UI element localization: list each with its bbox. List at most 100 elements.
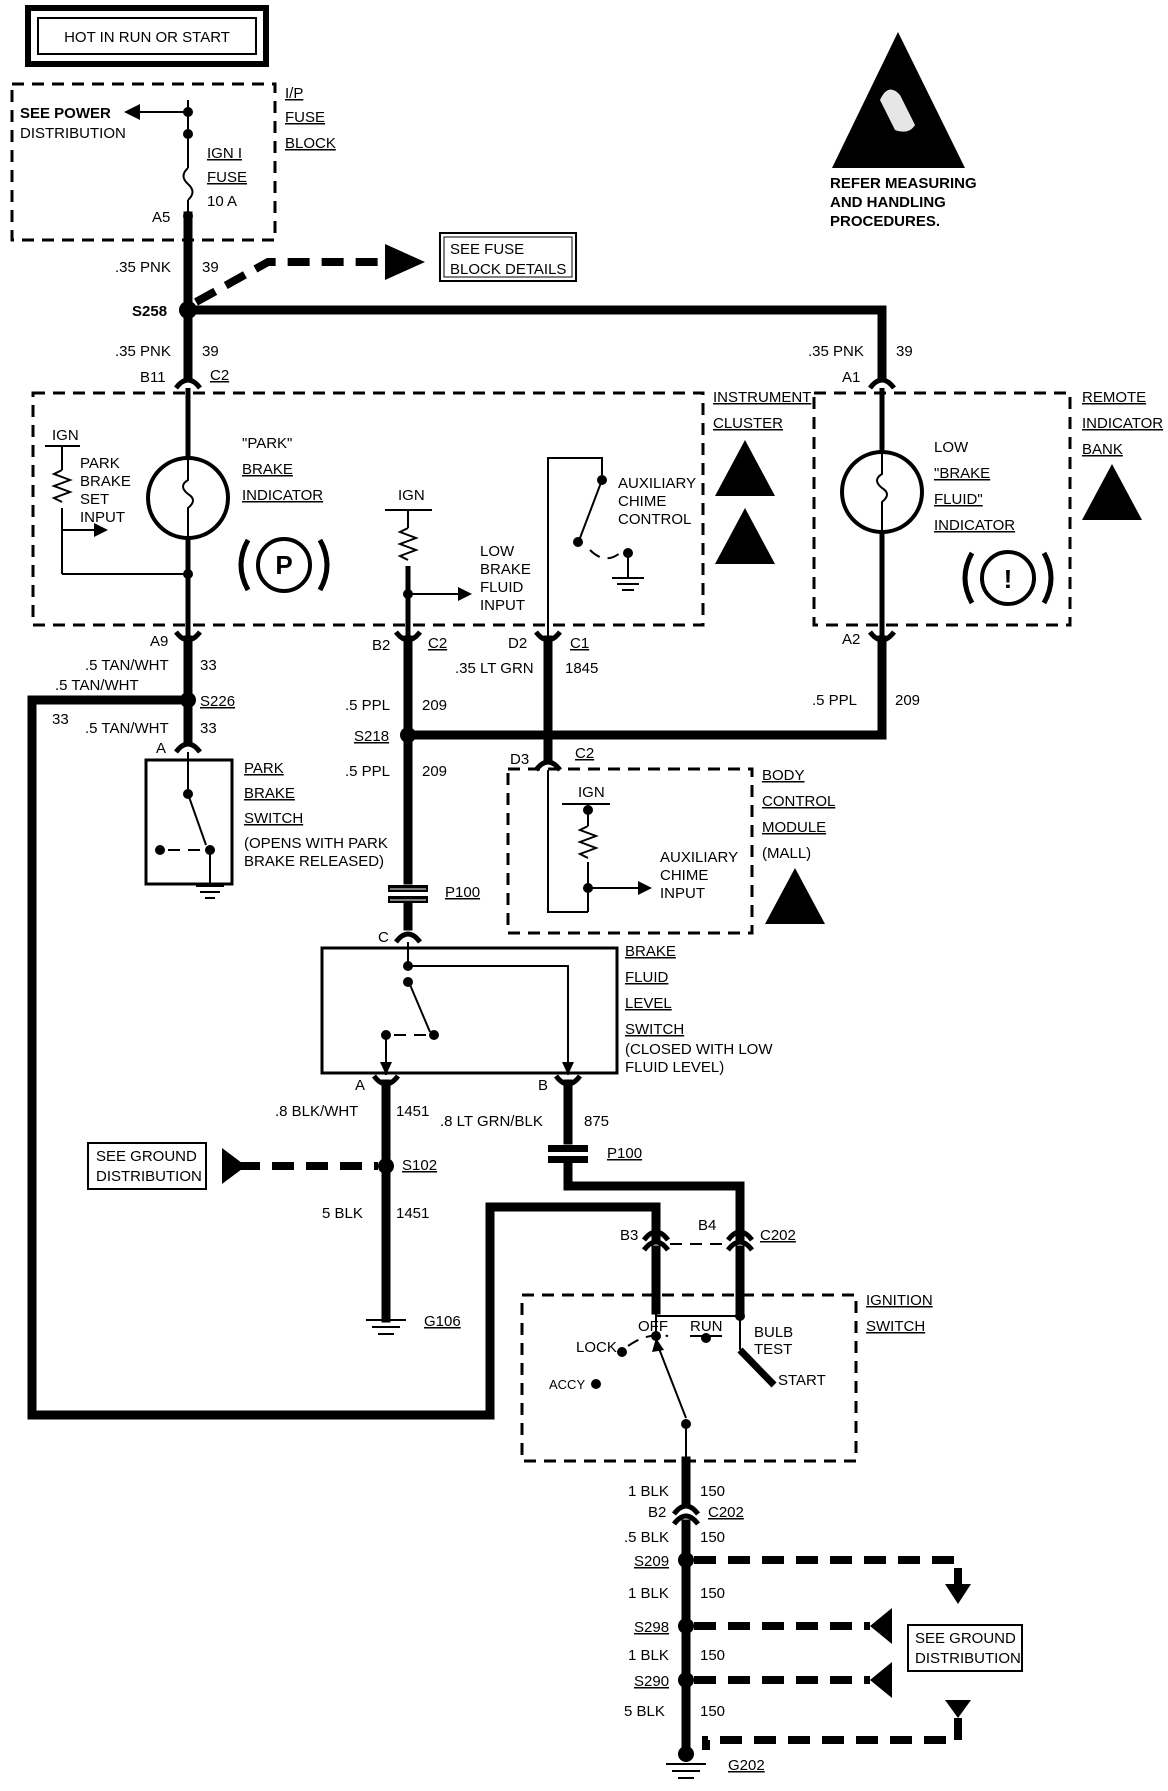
label-instrument-cluster-aux-chime-control-2: CONTROL <box>618 511 691 528</box>
wire-39-circuit-b: 39 <box>202 343 219 360</box>
fuse-details-2: BLOCK DETAILS <box>450 261 566 278</box>
label-wires-tan-wht-circuit: 33 <box>200 720 217 737</box>
power-header: HOT IN RUN OR START <box>25 5 269 67</box>
label-instrument-cluster-park-input-1: BRAKE <box>80 473 131 490</box>
label-connectors-a2: A2 <box>842 631 860 648</box>
cluster-title-2: CLUSTER <box>713 415 783 432</box>
esd-icon <box>765 868 825 924</box>
label-bcm-ign: IGN <box>578 784 605 801</box>
label-wires-ppl-size: .5 PPL <box>345 763 390 780</box>
label-instrument-cluster-park-symbol: P <box>275 550 292 580</box>
label-ground-dist-text-1: DISTRIBUTION <box>915 1650 1021 1667</box>
label-bcm-title-0: BODY <box>762 767 805 784</box>
label-instrument-cluster-low-input-0: LOW <box>480 543 515 560</box>
esd-line-3: PROCEDURES. <box>830 213 940 230</box>
label-connectors-a1: A1 <box>842 369 860 386</box>
see-power-2: DISTRIBUTION <box>20 125 126 142</box>
connector-p100: P100 <box>388 884 480 903</box>
label-wires-blk-1451-circuit: 1451 <box>396 1205 429 1222</box>
wire-39-size-b: .35 PNK <box>115 343 171 360</box>
wire-39-size-a: .35 PNK <box>115 259 171 276</box>
label-instrument-cluster-park-indicator-0: "PARK" <box>242 435 292 452</box>
label-park-switch-note-1: BRAKE RELEASED) <box>244 853 384 870</box>
splice-s258: S258 <box>132 303 167 320</box>
splice-s298: S298 <box>634 1619 669 1636</box>
label-wires-ppl-circuit: 209 <box>422 763 447 780</box>
see-power-1: SEE POWER <box>20 105 111 122</box>
label-ignition-switch-positions-test: TEST <box>754 1341 792 1358</box>
label-ignition-switch-positions-accy: ACCY <box>549 1377 585 1392</box>
label-connectors-b4: B4 <box>698 1217 716 1234</box>
park-symbol-icon: P <box>238 537 330 593</box>
label-instrument-cluster-park-input-3: INPUT <box>80 509 125 526</box>
splice-s218: S218 <box>354 728 389 745</box>
ground-g202: G202 <box>728 1757 765 1774</box>
label-remote-bank-title-2: BANK <box>1082 441 1123 458</box>
label-ignition-switch-positions-bulb: BULB <box>754 1324 793 1341</box>
connector-a1: A1 <box>842 369 896 390</box>
label-fluid-switch-title-2: LEVEL <box>625 995 672 1012</box>
label-wires-blk-wht-size: .8 BLK/WHT <box>275 1103 358 1120</box>
label-instrument-cluster-aux-chime-control-1: CHIME <box>618 493 666 510</box>
label-connectors-d3: D3 <box>510 751 529 768</box>
fuse-name-3: 10 A <box>207 193 237 210</box>
label-wires-blk5-size: 5 BLK <box>624 1703 665 1720</box>
cluster-title-1: INSTRUMENT <box>713 389 811 406</box>
label-wires-blk05-size: .5 BLK <box>624 1529 669 1546</box>
splice-s290: S290 <box>634 1673 669 1690</box>
wire-39-size-c: .35 PNK <box>808 343 864 360</box>
connector-b11: B11 C2 <box>140 367 229 390</box>
label-instrument-cluster-low-input-1: BRAKE <box>480 561 531 578</box>
label-wires-lt-grn-size: .35 LT GRN <box>455 660 534 677</box>
label-wires-ppl-size: .5 PPL <box>812 692 857 709</box>
label-remote-bank-indicator-2: FLUID" <box>934 491 983 508</box>
label-instrument-cluster-low-input-2: FLUID <box>480 579 524 596</box>
label-wires-blk-circuit: 150 <box>700 1647 725 1664</box>
label-wires-ppl-circuit: 209 <box>422 697 447 714</box>
label-fluid-switch-title-0: BRAKE <box>625 943 676 960</box>
wire-1845: .35 LT GRN 1845 D3 C2 <box>455 635 598 772</box>
splice-s102: S102 <box>402 1157 437 1174</box>
fuse-details: SEE FUSE BLOCK DETAILS <box>194 232 577 306</box>
label-instrument-cluster-park-input-0: PARK <box>80 455 120 472</box>
label-fluid-switch-note-1: FLUID LEVEL) <box>625 1059 724 1076</box>
label-connectors-c1: C1 <box>570 635 589 652</box>
label-connectors-c202: C202 <box>760 1227 796 1244</box>
label-connectors-b3: B3 <box>620 1227 638 1244</box>
label-wires-tan-wht-circuit: 33 <box>52 711 69 728</box>
wire-209: S218 .5 PPL 209 .5 PPL 209 .5 PPL 209 P1… <box>345 635 920 946</box>
label-bcm-title-2: MODULE <box>762 819 826 836</box>
esd-warning: REFER MEASURING AND HANDLING PROCEDURES. <box>830 32 977 230</box>
label-remote-bank-indicator-1: "BRAKE <box>934 465 990 482</box>
label-remote-bank-indicator-3: INDICATOR <box>934 517 1015 534</box>
label-remote-bank-title-0: REMOTE <box>1082 389 1146 406</box>
label-bcm-input-1: CHIME <box>660 867 708 884</box>
label-ignition-switch-positions-run: RUN <box>690 1318 723 1335</box>
label-wires-lt-grn-circuit: 1845 <box>565 660 598 677</box>
label-connectors-d2: D2 <box>508 635 527 652</box>
fuse-name-2: FUSE <box>207 169 247 186</box>
label-fluid-switch-title-1: FLUID <box>625 969 669 986</box>
esd-icon <box>715 440 775 496</box>
fuse-block-title-3: BLOCK <box>285 135 336 152</box>
brake-warning-icon: ! <box>962 550 1054 606</box>
label-wires-tan-wht-size: .5 TAN/WHT <box>55 677 139 694</box>
splice-s102-dot <box>378 1158 394 1174</box>
label-connectors-c2: C2 <box>428 635 447 652</box>
label-instrument-cluster-park-indicator-1: BRAKE <box>242 461 293 478</box>
label-wires-blk1-size: 1 BLK <box>628 1483 669 1500</box>
instrument-cluster: INSTRUMENT CLUSTER IGN PARK BRAKE SET IN… <box>31 388 811 640</box>
label-fluid-switch-note-0: (CLOSED WITH LOW <box>625 1041 773 1058</box>
label-bcm-title-1: CONTROL <box>762 793 835 810</box>
label-ignition-switch-title-0: IGNITION <box>866 1292 933 1309</box>
wire-875: .8 LT GRN/BLK 875 P100 <box>440 1079 745 1245</box>
esd-icon <box>715 508 775 564</box>
label-connectors-c2: C2 <box>575 745 594 762</box>
label-wires-blk-circuit: 150 <box>700 1529 725 1546</box>
label-connectors-c202: C202 <box>708 1504 744 1521</box>
power-header-label: HOT IN RUN OR START <box>64 29 230 46</box>
label-remote-bank-title-1: INDICATOR <box>1082 415 1163 432</box>
wire-39: S258 .35 PNK 39 .35 PNK 39 .35 PNK 39 <box>115 211 913 383</box>
esd-icon <box>1082 464 1142 520</box>
